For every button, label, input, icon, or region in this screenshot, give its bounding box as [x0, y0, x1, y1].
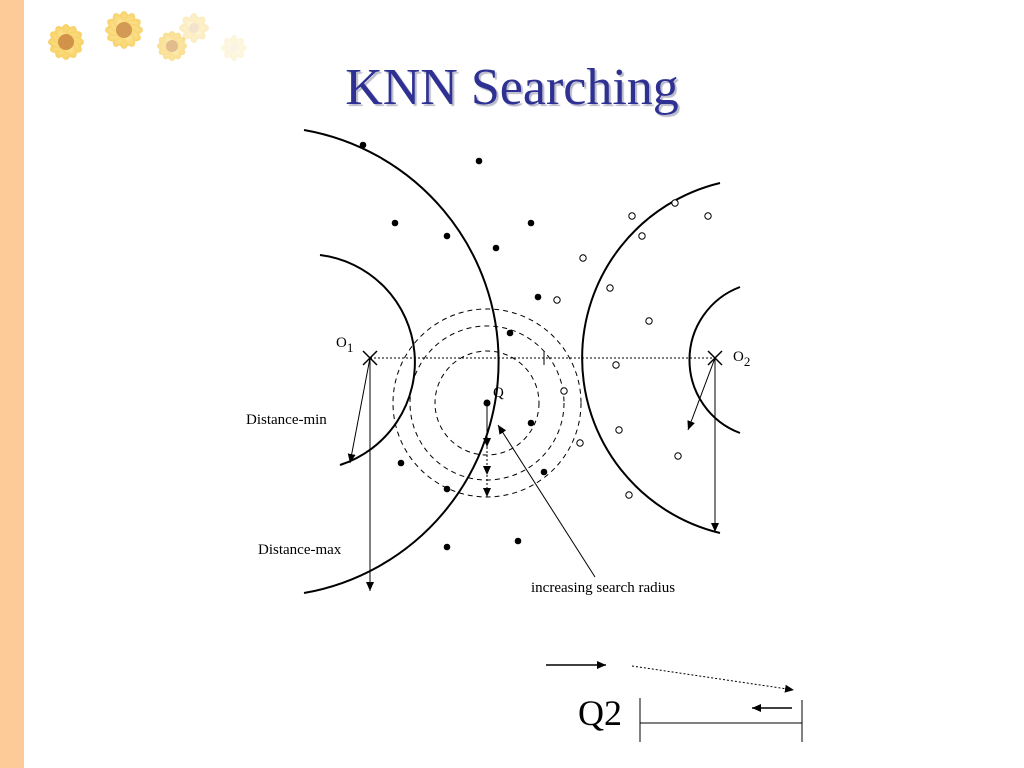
query-point [483, 399, 491, 407]
q2-label: Q2 [578, 693, 622, 733]
sunflower-icon [157, 31, 187, 61]
o2-min-arrow [687, 357, 716, 431]
distance-max-label: Distance-max [258, 542, 342, 558]
dotted-arrow [631, 665, 795, 693]
o2-data-points [553, 199, 712, 499]
sunflower-icon [105, 11, 143, 49]
radius-pointer-line [497, 424, 596, 578]
search-radius-label: increasing search radius [531, 580, 675, 596]
slide-sidebar [0, 0, 24, 768]
distance-min-label: Distance-min [246, 412, 327, 428]
o2-label: O2 [733, 349, 750, 369]
slide-title: KNN Searching [345, 59, 679, 116]
distance-min-arrow [347, 357, 371, 464]
o1-outer-arc [303, 129, 500, 594]
sunflower-icon [221, 35, 247, 61]
sunflower-icon [179, 13, 209, 43]
knn-diagram: O1 O2 Q Distance-min Distance-max increa… [246, 129, 750, 596]
sunflower-decoration [48, 11, 247, 61]
sunflower-icon [48, 24, 84, 60]
q2-arrow-legend [546, 661, 803, 742]
o1-inner-arc [319, 254, 416, 466]
o2-inner-arc [688, 286, 741, 434]
o1-data-points [359, 141, 548, 551]
q-label: Q [493, 385, 504, 401]
o1-label: O1 [336, 335, 353, 355]
